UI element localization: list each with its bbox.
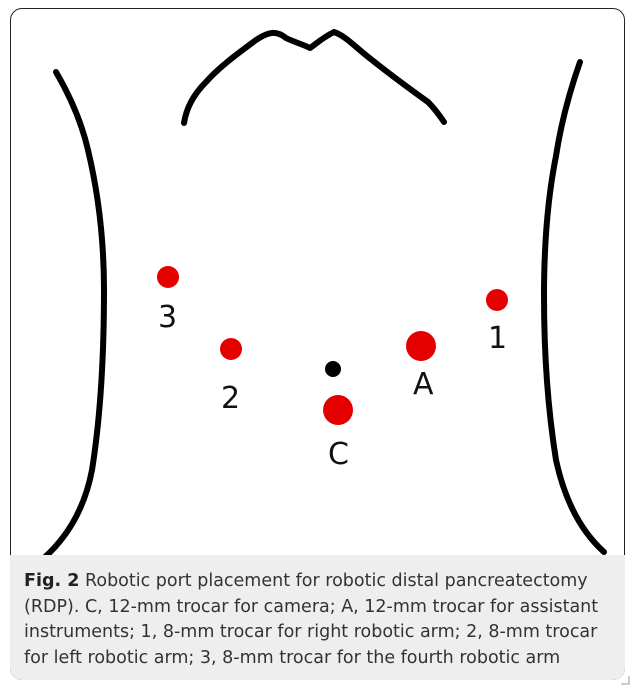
figure-number: Fig. 2 <box>24 571 79 591</box>
port-3-marker <box>157 266 179 288</box>
port-3-label: 3 <box>158 300 177 335</box>
port-a-marker <box>406 331 436 361</box>
costal-margin-outline <box>184 32 444 123</box>
umbilicus-marker <box>325 361 341 377</box>
port-2-label: 2 <box>221 381 240 416</box>
caption-text: Robotic port placement for robotic dista… <box>24 571 598 668</box>
port-c-label: C <box>328 437 349 472</box>
port-1-label: 1 <box>488 321 507 356</box>
left-flank-outline <box>44 72 104 558</box>
port-a-label: A <box>413 367 434 402</box>
right-flank-outline <box>544 62 604 552</box>
port-1-marker <box>486 289 508 311</box>
port-2-marker <box>220 338 242 360</box>
port-c-marker <box>323 395 353 425</box>
corner-mark-icon <box>620 675 630 685</box>
figure-caption: Fig. 2 Robotic port placement for roboti… <box>10 555 625 680</box>
